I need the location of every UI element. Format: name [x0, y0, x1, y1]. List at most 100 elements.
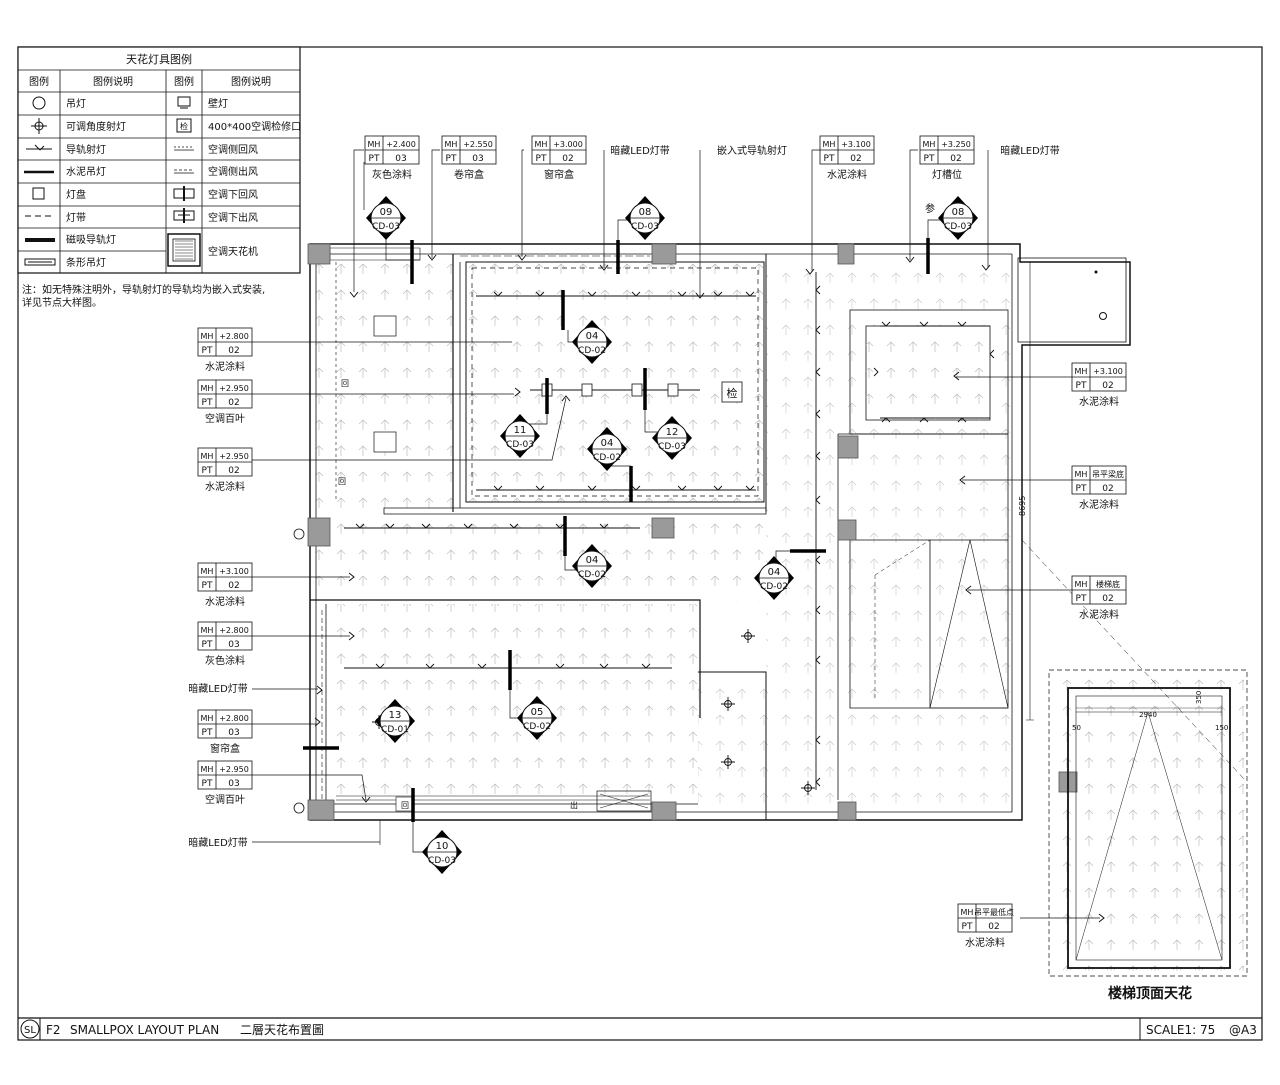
- floor-plan: 检 回 出 回 回 8695: [293, 238, 1248, 1002]
- tag-mh-value: +3.100: [841, 140, 871, 149]
- note-line-1: 注：如无特殊注明外，导轨射灯的导轨均为嵌入式安装,: [22, 283, 265, 296]
- legend-label: 400*400空调检修口: [208, 120, 301, 133]
- stair-left-gap: 50: [1072, 724, 1081, 732]
- track-spot-mark: [355, 523, 365, 529]
- track-spot-mark: [745, 485, 755, 491]
- legend-label: 空调下回风: [208, 188, 258, 201]
- stair-title: 楼梯顶面天花: [1108, 985, 1192, 1002]
- detail-number: 08: [952, 207, 965, 218]
- tag-pt-value: 02: [1102, 381, 1113, 391]
- track-spot-mark: [957, 321, 967, 327]
- ceiling-ac-icon: [167, 233, 201, 267]
- tag-pt-label: PT: [202, 466, 213, 476]
- legend-label: 导轨射灯: [66, 143, 106, 156]
- stair-width-dimension: 2940: [1139, 711, 1157, 719]
- tag-description: 水泥涂料: [205, 360, 245, 373]
- ceiling-arrow-mark: [965, 585, 972, 595]
- track-spot-mark: [677, 291, 687, 297]
- adjustable-spotlight-icon: [31, 118, 47, 134]
- down-return-icon: [173, 186, 195, 201]
- tag-pt-value: 02: [562, 154, 573, 164]
- tag-pt-value: 02: [1102, 484, 1113, 494]
- leader-line: [521, 149, 524, 256]
- title-sheet: @A3: [1229, 1023, 1257, 1037]
- tag-pt-value: 02: [228, 346, 239, 356]
- ceiling-arrow-mark: [361, 796, 371, 803]
- track-spot-mark: [425, 663, 435, 669]
- track-spot-mark: [713, 291, 723, 297]
- track-spot-mark: [815, 735, 821, 745]
- ceiling-arrow-mark: [427, 254, 437, 261]
- side-supply-icon: [174, 169, 194, 174]
- track-spot-mark: [375, 663, 385, 669]
- legend-title: 天花灯具图例: [126, 52, 192, 66]
- detail-number: 04: [586, 331, 599, 342]
- tag-mh-label: MH: [1075, 470, 1088, 479]
- tag-pt-label: PT: [1076, 594, 1087, 604]
- down-supply-icon: [173, 208, 195, 223]
- detail-number: 04: [768, 567, 781, 578]
- track-spot-mark: [873, 367, 879, 377]
- tag-mh-label: MH: [201, 452, 214, 461]
- tag-mh-label: MH: [823, 140, 836, 149]
- tag-description: 窗帘盒: [210, 742, 240, 755]
- label-track-spot: 嵌入式导轨射灯: [717, 144, 787, 157]
- ceiling-arrow-mark: [1098, 913, 1105, 923]
- ceiling-arrow-mark: [517, 254, 527, 261]
- title-scale: SCALE1: 75: [1146, 1023, 1215, 1037]
- detail-number: 09: [380, 207, 393, 218]
- leader-line: [252, 397, 567, 461]
- tag-mh-label: MH: [535, 140, 548, 149]
- track-spot-mark: [587, 291, 597, 297]
- track-spot-mark: [815, 605, 821, 615]
- tag-mh-value: +2.800: [219, 714, 249, 723]
- tag-pt-label: PT: [1076, 381, 1087, 391]
- leader-line: [431, 149, 440, 258]
- adjustable-spotlight-mark: [721, 755, 735, 769]
- legend-label: 空调侧回风: [208, 143, 258, 156]
- track-spot-mark: [385, 523, 395, 529]
- tag-pt-value: 03: [228, 728, 239, 738]
- tag-pt-value: 02: [850, 154, 861, 164]
- track-spot-mark: [815, 451, 821, 461]
- ceiling-arrow-mark: [905, 256, 915, 263]
- tag-pt-value: 02: [228, 581, 239, 591]
- tag-pt-label: PT: [202, 581, 213, 591]
- legend-header: 图例说明: [231, 75, 271, 88]
- label-hidden-led: 暗藏LED灯带: [188, 682, 248, 695]
- tag-description: 水泥涂料: [205, 595, 245, 608]
- title-badge: SL: [24, 1025, 36, 1036]
- magnetic-track-icon: [25, 238, 55, 242]
- tag-mh-label: MH: [961, 908, 974, 917]
- label-hidden-led: 暗藏LED灯带: [1000, 144, 1060, 157]
- tag-mh-value: +3.250: [941, 140, 971, 149]
- tag-mh-value: 楼梯底: [1096, 579, 1120, 589]
- track-spot-mark: [815, 285, 821, 295]
- light-panel-icon: [32, 187, 45, 200]
- tag-pt-label: PT: [962, 922, 973, 932]
- legend-label: 吊灯: [66, 98, 86, 110]
- detail-number: 10: [436, 841, 449, 852]
- ceiling-arrow-mark: [349, 291, 359, 298]
- title-floor: F2: [46, 1023, 61, 1037]
- legend-header: 图例: [174, 75, 194, 88]
- track-spot-mark: [555, 523, 565, 529]
- tag-description: 灯槽位: [932, 168, 962, 181]
- track-spot-mark: [815, 655, 821, 665]
- track-spot-mark: [631, 291, 641, 297]
- tag-description: 水泥涂料: [827, 168, 867, 181]
- tag-description: 水泥涂料: [1079, 498, 1119, 511]
- ceiling-arrow-mark: [695, 292, 705, 299]
